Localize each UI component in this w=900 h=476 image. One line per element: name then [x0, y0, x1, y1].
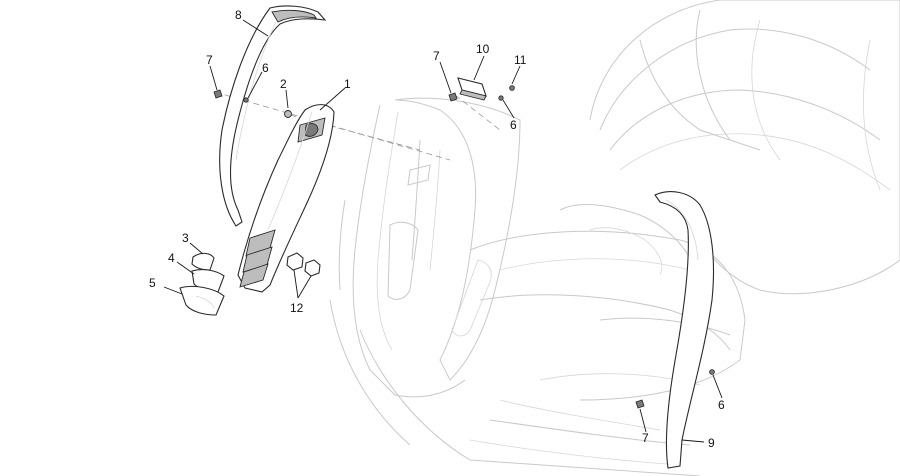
callout-9: 9 [708, 436, 715, 450]
part-5-insert [179, 285, 225, 316]
part-7-nut-top [448, 92, 458, 102]
parts-3-4-5-grille-inserts [179, 252, 225, 316]
leg-shield-ghost [338, 97, 521, 398]
part-7-nut-left [213, 89, 223, 99]
callout-8: 8 [235, 8, 242, 22]
callout-2: 2 [280, 77, 287, 91]
callout-6-bottom: 6 [718, 398, 725, 412]
leader-lines [163, 19, 723, 443]
part-6-screw-left [243, 97, 249, 103]
part-2-screw [284, 110, 292, 118]
callout-11: 11 [514, 53, 527, 67]
callout-5: 5 [149, 276, 156, 290]
part-12-clips [286, 252, 321, 277]
part-11-screw [509, 85, 515, 91]
callout-10: 10 [476, 42, 490, 56]
callout-labels: 8 7 6 2 1 3 4 5 12 7 10 11 6 6 7 9 [149, 8, 725, 450]
callout-4: 4 [168, 251, 175, 265]
part-6-screw-bottom [709, 369, 715, 375]
part-7-nut-bottom [635, 399, 645, 409]
callout-1: 1 [344, 77, 351, 91]
callout-7-bottom: 7 [642, 431, 649, 445]
callout-6-top: 6 [510, 118, 517, 132]
part-1-horn-cover [237, 104, 335, 293]
part-3-insert [191, 252, 215, 271]
callout-12: 12 [290, 301, 304, 315]
part-9-trim-strip-right [654, 191, 714, 469]
scooter-body-ghost [329, 0, 900, 476]
callout-3: 3 [182, 231, 189, 245]
callout-7-left: 7 [206, 53, 213, 67]
part-10-bracket [457, 77, 487, 101]
fasteners [213, 85, 715, 409]
callout-7-top: 7 [433, 49, 440, 63]
callout-6-left: 6 [262, 61, 269, 75]
part-6-screw-top [498, 95, 504, 101]
part-8-trim-strip-left [219, 5, 327, 227]
